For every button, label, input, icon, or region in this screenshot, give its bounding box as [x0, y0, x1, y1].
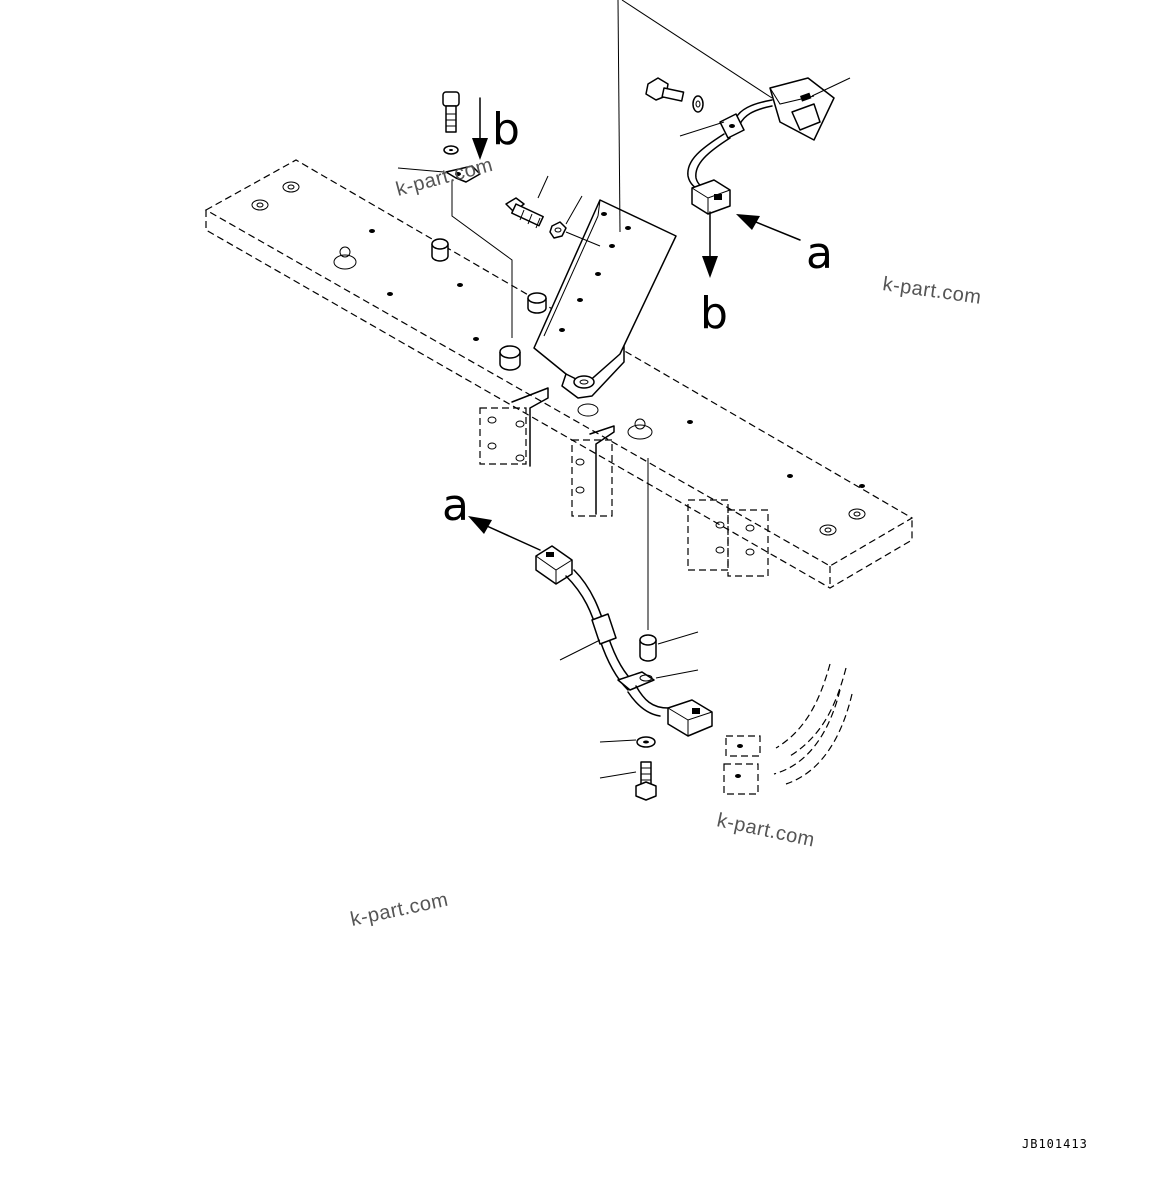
- arrow-b-top-right: [702, 211, 718, 278]
- connector-lower-left: [535, 545, 573, 585]
- washer-lower: [636, 736, 656, 748]
- washer-top-right: [692, 95, 704, 113]
- connector-lower-right: [667, 699, 713, 737]
- bolt-upper-left: [442, 91, 460, 133]
- drawing-code: JB101413: [1022, 1137, 1088, 1151]
- sensor-bracket: [533, 199, 677, 399]
- label-a-top-right: a: [806, 228, 833, 279]
- bolt-upper-middle: [505, 197, 544, 229]
- connector-top-right: [691, 179, 731, 215]
- bolt-top-right: [645, 77, 685, 102]
- arrow-a-lower: [468, 516, 541, 551]
- label-a-lower: a: [442, 480, 469, 531]
- washer-upper-left: [443, 145, 459, 155]
- watermark-2: k-part.com: [881, 273, 983, 309]
- clamp-upper-left: [445, 165, 481, 183]
- cable-clamp-lower: [617, 671, 655, 691]
- mounting-plate: [204, 159, 914, 589]
- spacer-lower: [639, 634, 657, 662]
- bolt-lower: [635, 761, 657, 801]
- watermark-1: k-part.com: [394, 154, 496, 201]
- harness-sleeve: [591, 613, 617, 645]
- watermark-4: k-part.com: [348, 889, 450, 931]
- cable-clamp-top-right: [719, 113, 745, 139]
- watermark-3: k-part.com: [715, 809, 817, 851]
- label-b-top-left: b: [492, 104, 520, 155]
- label-b-top-right: b: [700, 288, 728, 339]
- arrow-a-top: [736, 214, 801, 241]
- nut-upper-middle: [549, 221, 567, 239]
- existing-harness: [723, 663, 853, 795]
- arrow-b-top-left: [472, 97, 488, 160]
- sensor-switch: [769, 77, 835, 141]
